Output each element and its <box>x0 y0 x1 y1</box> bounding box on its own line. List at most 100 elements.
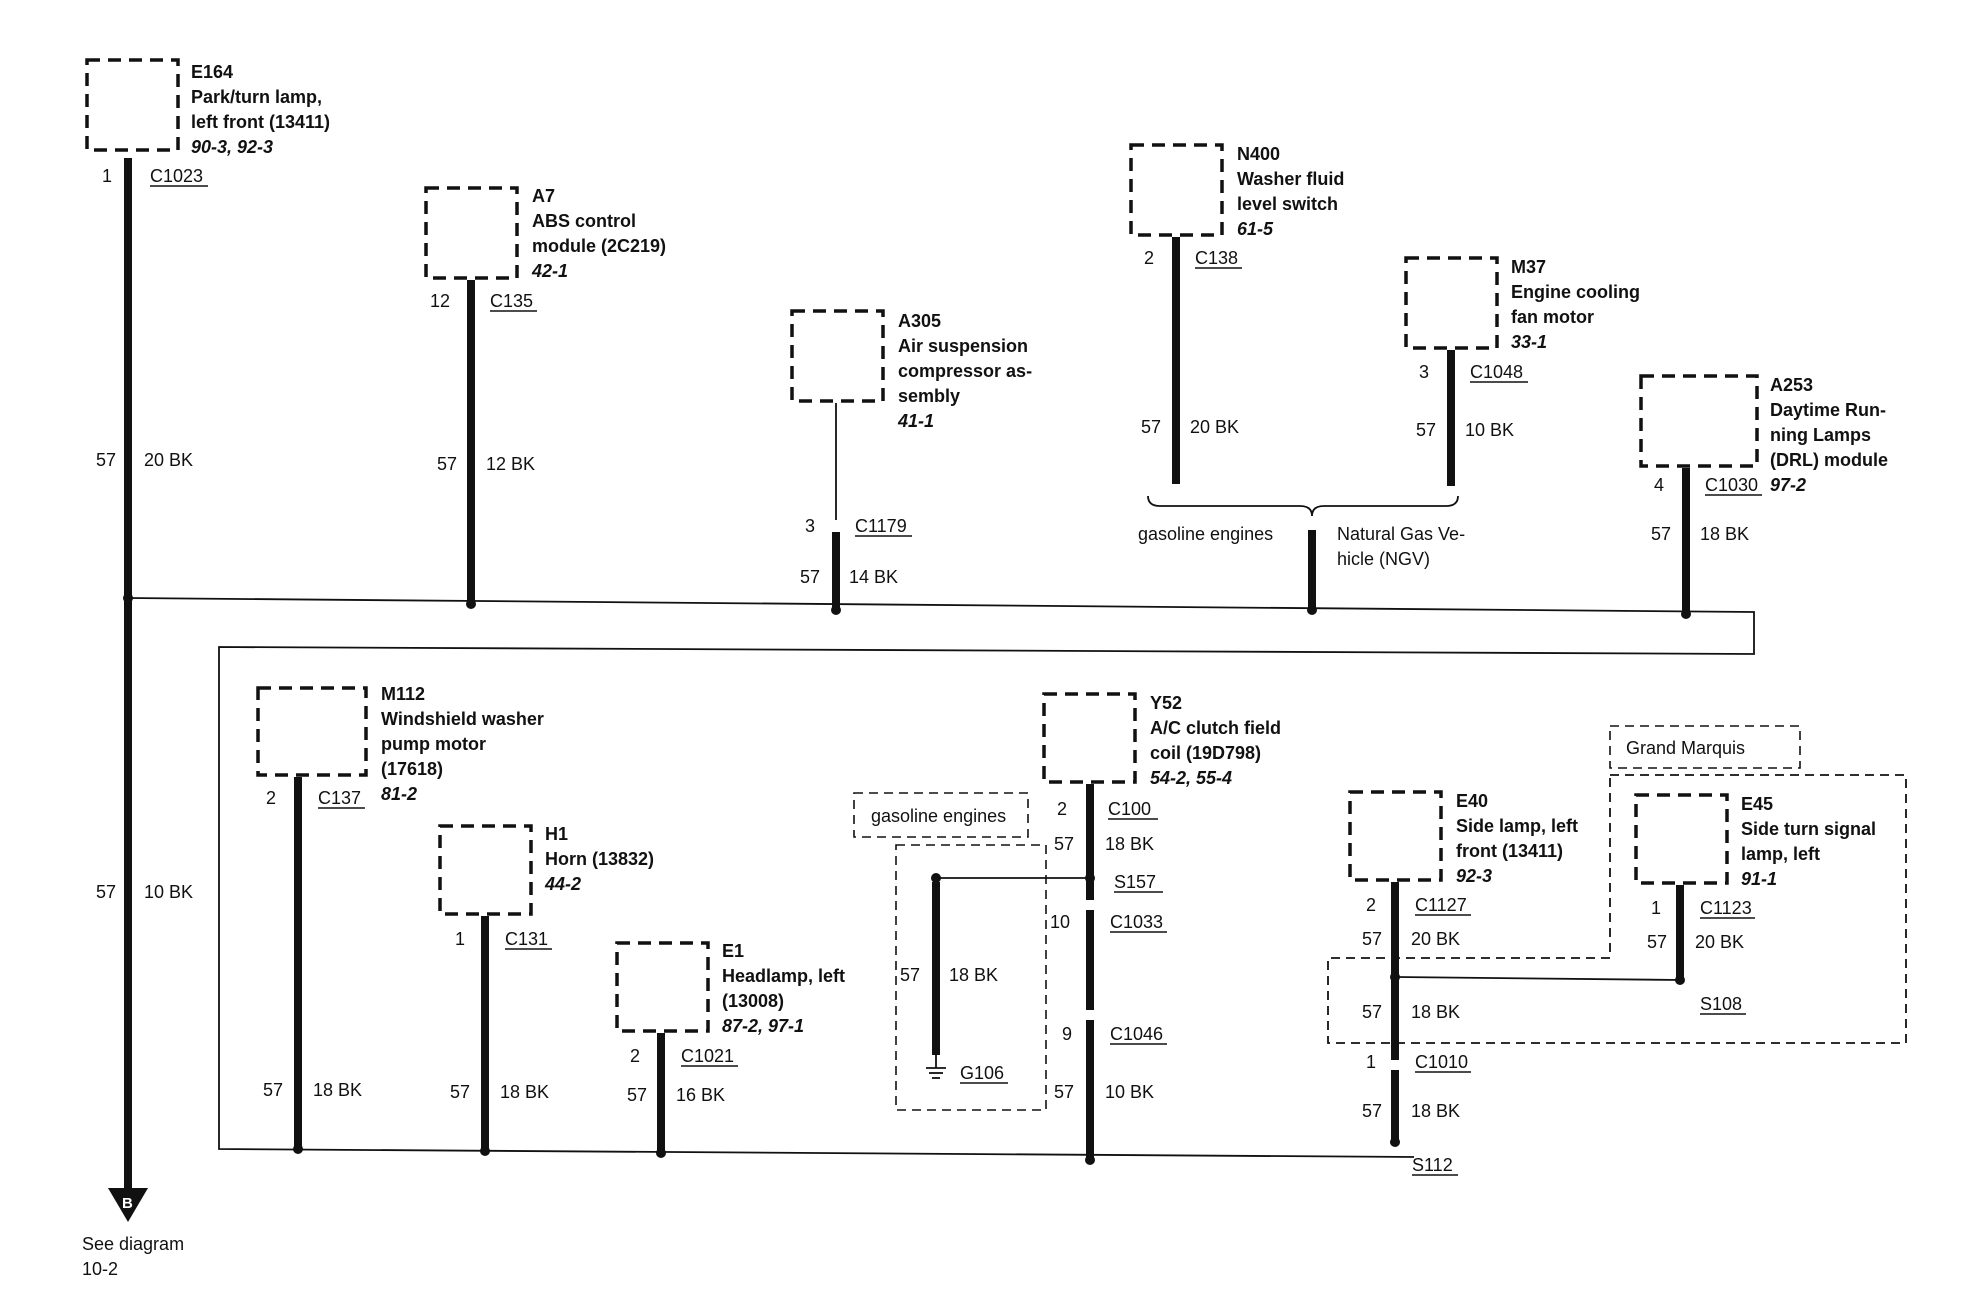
component-id: H1 <box>545 824 568 844</box>
offpage-text: See diagram <box>82 1234 184 1254</box>
component-id: Y52 <box>1150 693 1182 713</box>
pin-number: 12 <box>430 291 450 311</box>
pin-number: 2 <box>1144 248 1154 268</box>
page-ref: 54-2, 55-4 <box>1150 768 1232 788</box>
component-desc: A/C clutch field <box>1150 718 1281 738</box>
connector-label: C1030 <box>1705 475 1758 495</box>
option-label: gasoline engines <box>871 806 1006 826</box>
option-ngv: hicle (NGV) <box>1337 549 1430 569</box>
circuit-number: 57 <box>450 1082 470 1102</box>
main-trunk: B <box>108 158 148 1222</box>
connector-label: C1123 <box>1700 898 1752 918</box>
upper-ground-bus <box>127 597 1755 1158</box>
connector-label: C1010 <box>1415 1052 1468 1072</box>
wire-label: 20 BK <box>1695 932 1744 952</box>
circuit-number: 57 <box>1054 834 1074 854</box>
pin-number: 2 <box>630 1046 640 1066</box>
connector-label: C1179 <box>855 516 907 536</box>
component-desc: (13008) <box>722 991 784 1011</box>
component-n400: N400 Washer fluid level switch 61-5 2 C1… <box>1129 143 1344 484</box>
wire-label: 20 BK <box>1190 417 1239 437</box>
component-a7: A7 ABS control module (2C219) 42-1 12 C1… <box>424 186 666 609</box>
circuit-number: 57 <box>900 965 920 985</box>
connector-label: C135 <box>490 291 533 311</box>
component-a305: A305 Air suspension compressor as- sembl… <box>790 309 1032 615</box>
circuit-number: 57 <box>437 454 457 474</box>
option-box-grand-marquis: Grand Marquis <box>1327 725 1907 1044</box>
offpage-symbol: B <box>122 1195 133 1212</box>
component-desc: Side lamp, left <box>1456 816 1578 836</box>
page-ref: 44-2 <box>544 874 581 894</box>
option-label: Grand Marquis <box>1626 738 1745 758</box>
circuit-number: 57 <box>96 450 116 470</box>
component-desc: sembly <box>898 386 960 406</box>
component-desc: front (13411) <box>1456 841 1563 861</box>
pin-number: 3 <box>1419 362 1429 382</box>
wire-label: 10 BK <box>144 882 193 902</box>
component-y52: Y52 A/C clutch field coil (19D798) 54-2,… <box>1042 692 1281 1165</box>
component-id: E40 <box>1456 791 1488 811</box>
connector-label: C131 <box>505 929 548 949</box>
circuit-number: 57 <box>96 882 116 902</box>
component-desc: level switch <box>1237 194 1338 214</box>
splice-label: S112 <box>1412 1155 1453 1175</box>
circuit-number: 57 <box>1362 1101 1382 1121</box>
wire-label: 18 BK <box>1411 1002 1460 1022</box>
component-m37: M37 Engine cooling fan motor 33-1 3 C104… <box>1404 256 1640 486</box>
connector-label: C1127 <box>1415 895 1467 915</box>
component-desc: Park/turn lamp, <box>191 87 322 107</box>
component-desc: Side turn signal <box>1741 819 1876 839</box>
component-id: E164 <box>191 62 233 82</box>
component-id: A305 <box>898 311 941 331</box>
component-desc: compressor as- <box>898 361 1032 381</box>
component-desc: coil (19D798) <box>1150 743 1261 763</box>
connector-label: C1048 <box>1470 362 1523 382</box>
component-desc: fan motor <box>1511 307 1594 327</box>
component-desc: module (2C219) <box>532 236 666 256</box>
circuit-number: 57 <box>263 1080 283 1100</box>
circuit-number: 57 <box>800 567 820 587</box>
ground-label: G106 <box>960 1063 1004 1083</box>
pin-number: 1 <box>1651 898 1661 918</box>
component-desc: lamp, left <box>1741 844 1820 864</box>
offpage-text: 10-2 <box>82 1259 118 1279</box>
wire-label: 16 BK <box>676 1085 725 1105</box>
page-ref: 90-3, 92-3 <box>191 137 273 157</box>
component-e45: E45 Side turn signal lamp, left 91-1 1 C… <box>1634 793 1876 1015</box>
page-ref: 92-3 <box>1456 866 1492 886</box>
component-desc: Daytime Run- <box>1770 400 1886 420</box>
component-desc: (17618) <box>381 759 443 779</box>
wire-label: 18 BK <box>949 965 998 985</box>
connector-label: C1046 <box>1110 1024 1163 1044</box>
wire-label: 14 BK <box>849 567 898 587</box>
page-ref: 91-1 <box>1741 869 1777 889</box>
wire-label: 10 BK <box>1105 1082 1154 1102</box>
component-id: A7 <box>532 186 555 206</box>
component-id: A253 <box>1770 375 1813 395</box>
component-id: N400 <box>1237 144 1280 164</box>
connector-label: C100 <box>1108 799 1151 819</box>
component-h1: H1 Horn (13832) 44-2 1 C131 57 18 BK <box>438 824 654 1156</box>
component-desc: (DRL) module <box>1770 450 1888 470</box>
wire-label: 20 BK <box>1411 929 1460 949</box>
option-gasoline: gasoline engines <box>1138 524 1273 544</box>
wire-label: 18 BK <box>1700 524 1749 544</box>
page-ref: 87-2, 97-1 <box>722 1016 804 1036</box>
option-ngv: Natural Gas Ve- <box>1337 524 1465 544</box>
component-m112: M112 Windshield washer pump motor (17618… <box>256 684 544 1154</box>
connector-label: C1023 <box>150 166 203 186</box>
component-desc: Air suspension <box>898 336 1028 356</box>
pin-number: 2 <box>1057 799 1067 819</box>
pin-number: 4 <box>1654 475 1664 495</box>
connector-label: C1021 <box>681 1046 734 1066</box>
pin-number: 10 <box>1050 912 1070 932</box>
option-box-gasoline: gasoline engines 57 18 BK G106 <box>853 792 1090 1111</box>
component-desc: Washer fluid <box>1237 169 1344 189</box>
circuit-number: 57 <box>1647 932 1667 952</box>
circuit-number: 57 <box>1651 524 1671 544</box>
pin-number: 9 <box>1062 1024 1072 1044</box>
component-id: M112 <box>381 684 425 704</box>
component-desc: ning Lamps <box>1770 425 1871 445</box>
connector-label: C1033 <box>1110 912 1163 932</box>
